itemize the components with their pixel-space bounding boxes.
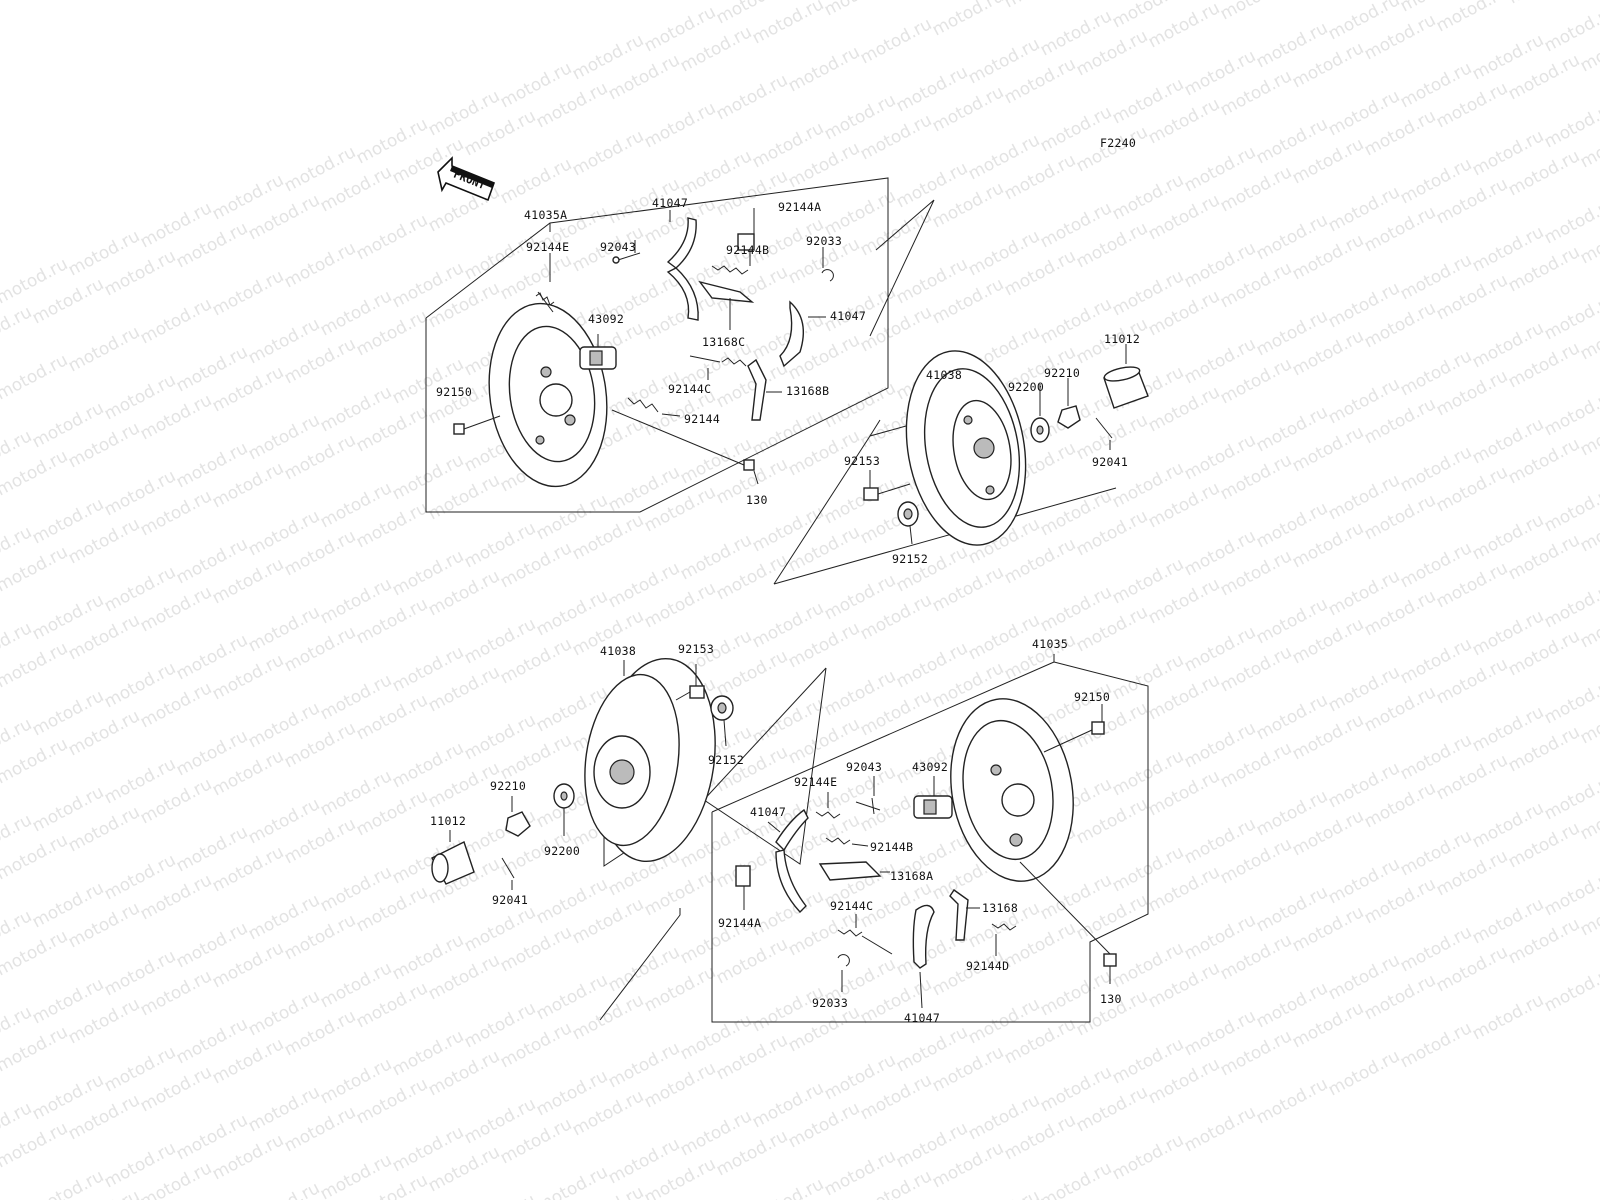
part-label: 92144C	[668, 382, 711, 396]
part-label: 92144D	[966, 959, 1009, 973]
bolt-130-lower	[1019, 861, 1117, 984]
part-label: 92033	[806, 234, 842, 248]
lever-13168	[949, 889, 980, 941]
part-label: 13168A	[890, 869, 933, 883]
bolt-92153-lower	[675, 664, 705, 701]
part-label: 130	[746, 493, 768, 507]
cotter-pin-92041-lower	[501, 857, 515, 890]
part-label: 11012	[1104, 332, 1140, 346]
part-label: 13168C	[702, 335, 745, 349]
pin-92043-lower	[855, 776, 881, 815]
bolt-92153-upper	[863, 470, 911, 501]
bolt-92150-lower	[1043, 704, 1105, 753]
washer-92200-lower	[553, 783, 575, 836]
brake-shoe-41047-upper-a	[666, 210, 699, 321]
cap-11012-upper	[1103, 344, 1149, 409]
seal-92152-lower	[710, 695, 734, 747]
spring-92144C-upper	[689, 355, 747, 380]
bolt-130-upper	[611, 409, 759, 485]
upper-split-line	[869, 199, 935, 337]
brake-shoe-41047-lower-a	[767, 808, 809, 914]
clip-92144A-lower	[735, 865, 751, 910]
spring-92144E-upper	[535, 253, 555, 313]
brake-shoe-41047-upper-b	[779, 300, 826, 368]
part-label: 41038	[926, 368, 962, 382]
washer-92200-upper	[1030, 384, 1050, 443]
cotter-pin-92041-upper	[1095, 417, 1113, 450]
part-label: 92153	[678, 642, 714, 656]
spring-92144E-lower	[815, 792, 841, 819]
spring-92144D	[991, 923, 1017, 956]
part-label: 92210	[1044, 366, 1080, 380]
seal-92152-upper	[897, 501, 919, 545]
part-label: 92144	[684, 412, 720, 426]
diagram-code: F2240	[1100, 136, 1136, 150]
part-label: 92144E	[794, 775, 837, 789]
part-label: 92144C	[830, 899, 873, 913]
bolt-92150-upper	[453, 415, 501, 435]
brake-shoe-41047-lower-b	[912, 904, 935, 1009]
clip-92144A-upper	[737, 208, 755, 251]
part-label: 41035A	[524, 208, 567, 222]
wheel-cylinder-lower	[913, 776, 953, 819]
brake-drum-lower	[584, 657, 716, 863]
part-label: 92200	[1008, 380, 1044, 394]
part-label: 41047	[750, 805, 786, 819]
part-label: 92144A	[718, 916, 761, 930]
part-label: 41035	[1032, 637, 1068, 651]
lever-13168C	[698, 280, 755, 330]
part-label: 92153	[844, 454, 880, 468]
upper-drum-frame	[773, 419, 1117, 585]
part-label: 13168B	[786, 384, 829, 398]
clip-92033-lower	[837, 954, 850, 992]
spring-92144B-lower	[825, 837, 869, 847]
part-label: 92144B	[870, 840, 913, 854]
nut-92210-lower	[505, 796, 531, 837]
part-label: 92200	[544, 844, 580, 858]
part-label: 92041	[492, 893, 528, 907]
brake-panel-plate-lower	[950, 698, 1074, 882]
part-label: 41047	[904, 1011, 940, 1025]
nut-92210-upper	[1057, 378, 1081, 429]
pin-92043-upper	[612, 240, 641, 264]
part-label: 92041	[1092, 455, 1128, 469]
clip-92033-upper	[821, 247, 834, 282]
part-label: 13168	[982, 901, 1018, 915]
part-label: 11012	[430, 814, 466, 828]
part-label: 41038	[600, 644, 636, 658]
part-label: 41047	[652, 196, 688, 210]
part-labels: 41035A 41047 92144A 92043 92144B 92033 9…	[430, 196, 1140, 1025]
brake-drum-upper	[905, 350, 1027, 546]
lever-13168A	[818, 861, 890, 881]
part-label: 92043	[600, 240, 636, 254]
upper-panel-frame	[425, 177, 889, 513]
part-label: 92150	[1074, 690, 1110, 704]
part-label: 92210	[490, 779, 526, 793]
lever-13168B	[747, 358, 782, 421]
part-label: 92144A	[778, 200, 821, 214]
part-label: 92043	[846, 760, 882, 774]
part-label: 92152	[708, 753, 744, 767]
part-label: 130	[1100, 992, 1122, 1006]
part-label: 92033	[812, 996, 848, 1010]
cap-11012-lower	[431, 830, 475, 885]
part-label: 92152	[892, 552, 928, 566]
spring-92144B-upper	[711, 251, 751, 275]
part-label: 92144E	[526, 240, 569, 254]
part-label: 41047	[830, 309, 866, 323]
brake-panel-plate-upper	[488, 302, 608, 488]
lower-panel-frame	[599, 654, 1149, 1023]
part-label: 92150	[436, 385, 472, 399]
part-label: 43092	[912, 760, 948, 774]
part-label: 43092	[588, 312, 624, 326]
wheel-cylinder-upper	[579, 334, 617, 370]
spring-92144-upper	[627, 397, 681, 417]
spring-92144C-lower	[837, 914, 893, 955]
part-label: 92144B	[726, 243, 769, 257]
front-arrow-icon: FRONT	[437, 156, 496, 202]
